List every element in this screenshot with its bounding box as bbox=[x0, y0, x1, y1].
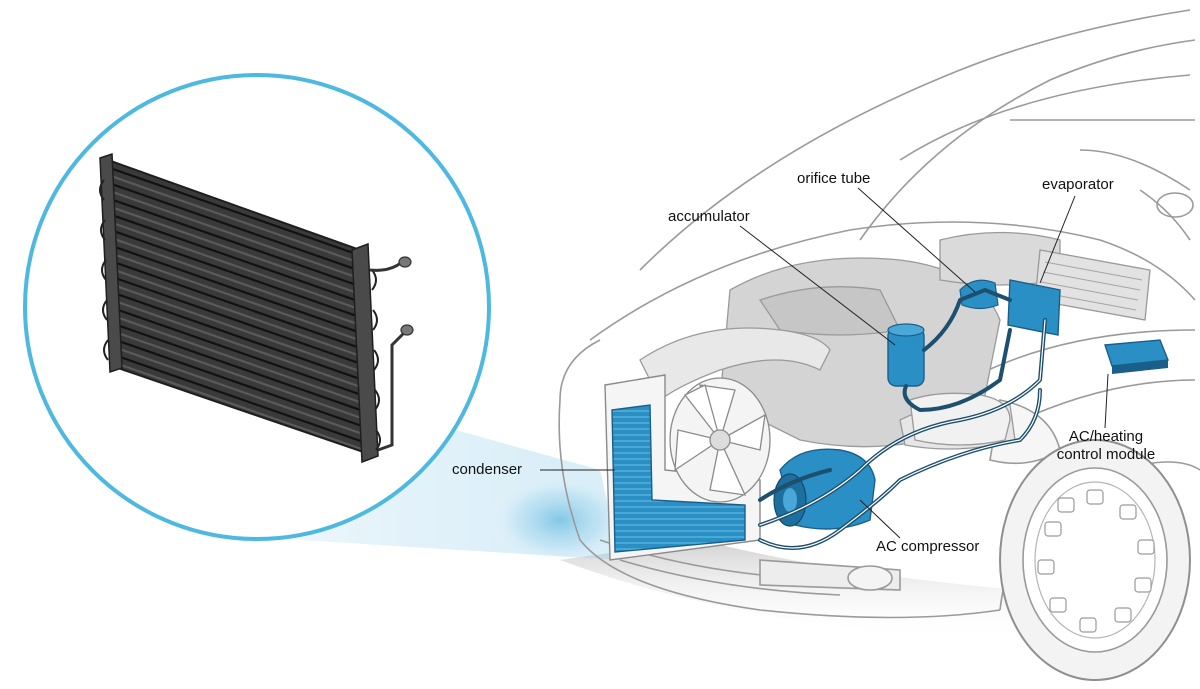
condenser-tube-row bbox=[116, 323, 369, 414]
condenser-closeup bbox=[99, 152, 414, 464]
condenser-tube-row bbox=[116, 339, 370, 430]
radiator-fan bbox=[669, 377, 771, 503]
condenser-tube-row bbox=[117, 362, 371, 454]
label-evaporator: evaporator bbox=[1042, 176, 1114, 193]
label-accumulator: accumulator bbox=[668, 208, 750, 225]
condenser-tube-row bbox=[113, 253, 366, 344]
magnifier-beam bbox=[300, 420, 630, 565]
leader-lines bbox=[540, 187, 1109, 539]
condenser-tube-row bbox=[115, 315, 369, 406]
condenser-tube-row bbox=[109, 174, 363, 265]
condenser-tube-row bbox=[116, 331, 370, 422]
label-condenser: condenser bbox=[452, 461, 523, 478]
label-control-module-line2: control module bbox=[1056, 446, 1156, 463]
condenser-tube-row bbox=[112, 245, 366, 336]
condenser-tube-row bbox=[115, 308, 369, 399]
condenser-tube-row bbox=[116, 347, 370, 438]
condenser-tube-row bbox=[111, 206, 364, 297]
condenser-tube-row bbox=[114, 276, 367, 367]
condenser-tube-row bbox=[110, 198, 364, 289]
label-control-module-line1: AC/heating bbox=[1068, 428, 1144, 445]
condenser-tube-row bbox=[117, 355, 371, 446]
condenser-tube-row bbox=[112, 229, 365, 320]
condenser-tube-row bbox=[115, 300, 368, 391]
control-module-unit bbox=[1104, 339, 1169, 374]
condenser-tube-row bbox=[110, 182, 364, 273]
label-orifice-tube: orifice tube bbox=[797, 170, 871, 187]
condenser-tube-row bbox=[109, 166, 363, 258]
condenser-tube-row bbox=[110, 190, 364, 281]
leader-evaporator bbox=[1039, 195, 1076, 284]
condenser-tube-row bbox=[111, 221, 365, 312]
accumulator-unit bbox=[887, 323, 925, 387]
front-wheel bbox=[999, 439, 1191, 681]
leader-accumulator bbox=[739, 225, 896, 346]
label-ac-compressor: AC compressor bbox=[876, 538, 980, 555]
condenser-tube-row bbox=[114, 292, 368, 383]
condenser-tube-row bbox=[112, 237, 366, 328]
leader-control-module bbox=[1104, 373, 1109, 429]
label-control-module: AC/heating control module bbox=[1040, 428, 1172, 464]
condenser-tube-row bbox=[114, 284, 368, 375]
leader-ac-compressor bbox=[859, 499, 901, 539]
condenser-tube-row bbox=[111, 214, 365, 305]
condenser-unit bbox=[604, 374, 761, 561]
condenser-tube-row bbox=[113, 261, 367, 352]
leader-orifice-tube bbox=[857, 187, 976, 293]
condenser-tube-row bbox=[113, 268, 367, 359]
